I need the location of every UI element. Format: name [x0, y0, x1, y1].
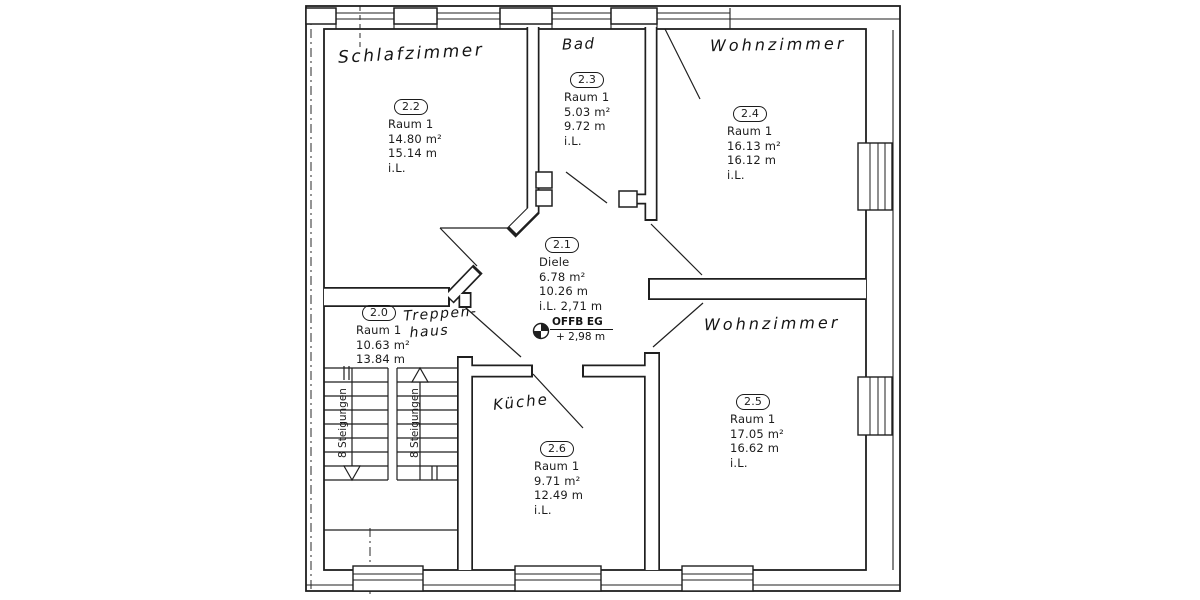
room-number-badge: 2.3 — [570, 72, 605, 88]
room-length: 13.84 m — [356, 352, 406, 366]
door-swings — [439, 28, 704, 429]
room-note: i.L. — [730, 455, 748, 470]
level-marker-label: OFFB EG — [550, 316, 613, 330]
room-label: Raum 1 — [730, 412, 776, 426]
room-name-wohnzimmer-oben: Wohnzimmer — [709, 33, 847, 56]
room-number-badge: 2.6 — [540, 441, 575, 457]
window-frame-lines — [353, 143, 886, 581]
room-length: 15.14 m — [388, 146, 438, 160]
room-note: i.L. 2,71 m — [539, 298, 603, 313]
room-note: i.L. — [727, 167, 745, 182]
room-area: 17.05 m² — [730, 426, 784, 441]
room-area: 14.80 m² — [388, 131, 442, 146]
room-label: Raum 1 — [534, 459, 580, 473]
room-area: 16.13 m² — [727, 138, 781, 153]
room-label: Diele — [539, 255, 570, 269]
room-length: 9.72 m — [564, 119, 606, 133]
room-label: Raum 1 — [564, 90, 610, 104]
room-info-2-0: 2.0 Raum 1 10.63 m² 13.84 m — [356, 305, 410, 367]
room-length: 16.12 m — [727, 153, 777, 167]
room-info-2-2: 2.2 Raum 1 14.80 m² 15.14 m i.L. — [388, 99, 442, 175]
room-note: i.L. — [564, 133, 582, 148]
level-marker: OFFB EG + 2,98 m — [550, 316, 613, 343]
room-number-badge: 2.5 — [736, 394, 771, 410]
windows — [352, 142, 893, 592]
interior-walls-fill — [324, 27, 866, 570]
room-label: Raum 1 — [727, 124, 773, 138]
level-marker-value: + 2,98 m — [556, 331, 606, 343]
room-length: 12.49 m — [534, 488, 584, 502]
room-area: 9.71 m² — [534, 473, 581, 488]
room-info-2-3: 2.3 Raum 1 5.03 m² 9.72 m i.L. — [564, 72, 610, 148]
room-label: Raum 1 — [388, 117, 434, 131]
room-info-2-1: 2.1 Diele 6.78 m² 10.26 m i.L. 2,71 m — [539, 237, 602, 313]
room-name-treppenhaus: Treppen- haus — [403, 303, 479, 342]
room-name-wohnzimmer-unten: Wohnzimmer — [703, 312, 841, 335]
stair-flight1-label: 8 Steigungen — [337, 388, 349, 458]
room-area: 5.03 m² — [564, 104, 611, 119]
room-area: 6.78 m² — [539, 269, 586, 284]
room-info-2-6: 2.6 Raum 1 9.71 m² 12.49 m i.L. — [534, 441, 583, 517]
duct-shafts — [535, 171, 638, 208]
level-marker-icon — [532, 322, 550, 340]
window-piers — [305, 7, 658, 25]
room-length: 16.62 m — [730, 441, 780, 455]
room-info-2-5: 2.5 Raum 1 17.05 m² 16.62 m i.L. — [730, 394, 784, 470]
stairs — [324, 366, 457, 531]
room-number-badge: 2.1 — [545, 237, 580, 253]
room-number-badge: 2.4 — [733, 106, 768, 122]
room-label: Raum 1 — [356, 323, 402, 337]
room-area: 10.63 m² — [356, 337, 410, 352]
stair-flight2-label: 8 Steigungen — [409, 388, 421, 458]
room-note: i.L. — [388, 160, 406, 175]
room-length: 10.26 m — [539, 284, 589, 298]
room-note: i.L. — [534, 502, 552, 517]
room-number-badge: 2.2 — [394, 99, 429, 115]
room-number-badge: 2.0 — [362, 305, 397, 321]
room-info-2-4: 2.4 Raum 1 16.13 m² 16.12 m i.L. — [727, 106, 781, 182]
room-name-bad: Bad — [561, 34, 596, 54]
